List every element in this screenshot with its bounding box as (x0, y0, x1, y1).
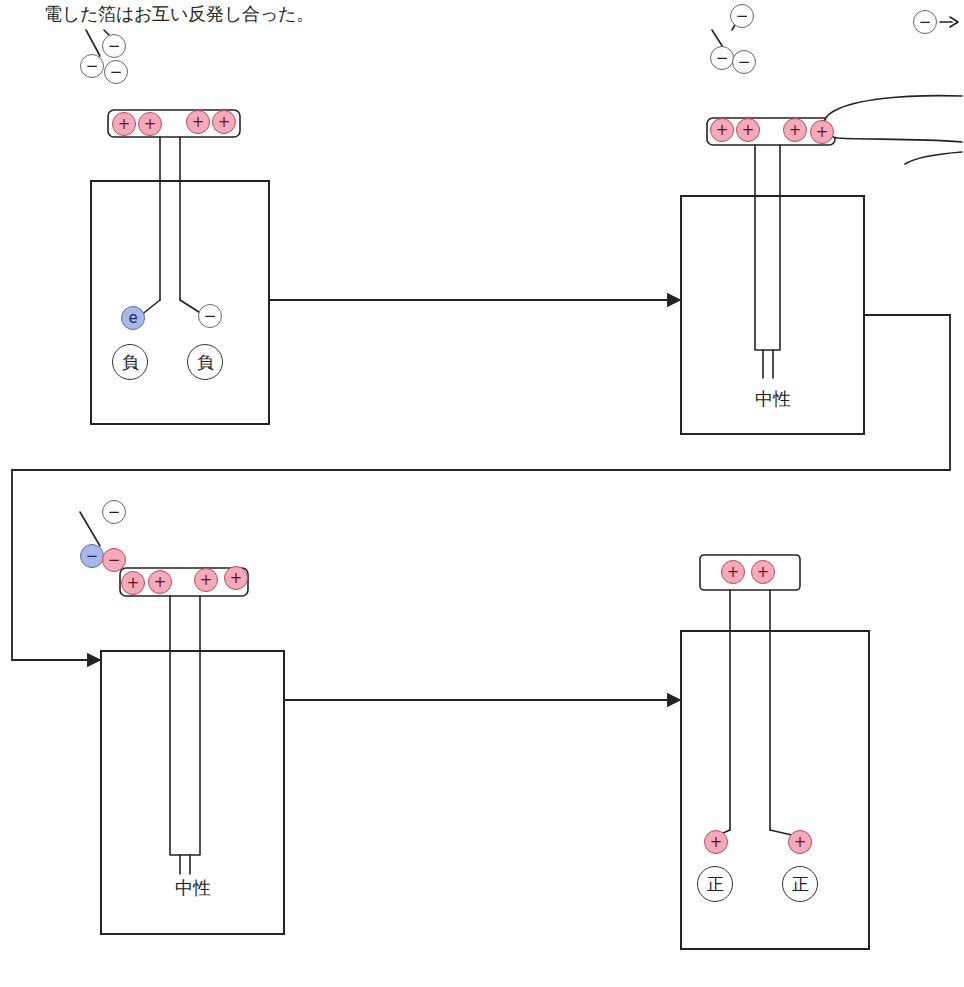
charge-symbol: − (108, 38, 121, 55)
charge-circle: + (736, 118, 760, 142)
caption-text: 電した箔はお互い反発し合った。 (42, 2, 316, 26)
charge-symbol: + (144, 116, 157, 133)
electroscope-jar: e − 負 負 (90, 180, 270, 425)
electroscope-jar: 中性 (680, 195, 865, 435)
charge-circle: + (788, 830, 812, 854)
charge-circle: − (80, 544, 104, 568)
charge-symbol: − (204, 308, 217, 325)
charge-circle: − (102, 34, 126, 58)
charge-circle: − (102, 548, 126, 572)
charge-circle: + (121, 571, 145, 595)
charge-circle: + (721, 560, 745, 584)
charge-circle: − (732, 50, 756, 74)
charge-symbol: + (757, 564, 770, 581)
charge-circle: − (710, 46, 734, 70)
step-arrow (270, 299, 680, 301)
state-label: 中性 (102, 878, 283, 898)
charge-symbol: 負 (197, 353, 214, 372)
charge-circle: + (186, 110, 210, 134)
metal-stem (170, 596, 200, 855)
charge-symbol: − (108, 552, 121, 569)
charge-circle: − (80, 54, 104, 78)
charge-symbol: − (919, 14, 932, 31)
charge-symbol: + (230, 570, 243, 587)
state-label: 中性 (682, 389, 863, 409)
charge-symbol: − (736, 8, 749, 25)
metal-leaf (140, 300, 202, 316)
charge-symbol: − (110, 64, 123, 81)
charge-circle: − (102, 500, 126, 524)
charge-symbol: − (738, 54, 751, 71)
charge-symbol: + (816, 124, 829, 141)
charge-symbol: + (727, 564, 740, 581)
charge-circle: − (198, 304, 222, 328)
metal-leaf (763, 350, 773, 378)
metal-leaf (716, 830, 796, 836)
metal-plate (700, 555, 800, 590)
charge-circle: − (104, 60, 128, 84)
charge-sign-circle: 負 (187, 344, 223, 380)
charge-symbol: 正 (792, 875, 809, 894)
charge-circle: − (913, 10, 937, 34)
charge-circle: + (138, 112, 162, 136)
charge-circle: e (121, 306, 145, 330)
charge-symbol: + (794, 834, 807, 851)
metal-stem (755, 145, 780, 350)
electroscope-jar: + + 正 正 (680, 630, 870, 950)
charge-circle: + (751, 560, 775, 584)
charge-sign-circle: 正 (782, 866, 818, 902)
charge-circle: + (112, 112, 136, 136)
charge-symbol: − (86, 58, 99, 75)
metal-leaf (180, 855, 190, 874)
charge-symbol: + (154, 574, 167, 591)
step-arrow (285, 699, 680, 701)
charged-rod (86, 30, 100, 56)
charge-symbol: + (127, 575, 140, 592)
charge-circle: + (710, 118, 734, 142)
charge-symbol: + (192, 114, 205, 131)
charge-symbol: + (118, 116, 131, 133)
charge-symbol: + (789, 122, 802, 139)
charge-circle: − (730, 4, 754, 28)
charge-symbol: − (86, 548, 99, 565)
charge-sign-circle: 正 (697, 866, 733, 902)
charge-circle: + (783, 118, 807, 142)
charge-symbol: 負 (122, 353, 139, 372)
charge-circle: + (810, 120, 834, 144)
metal-plate (707, 118, 835, 145)
electron-arrow (950, 17, 958, 27)
charge-circle: + (224, 566, 248, 590)
charge-symbol: 正 (707, 875, 724, 894)
charge-circle: + (704, 830, 728, 854)
finger (823, 96, 962, 142)
charge-symbol: − (716, 50, 729, 67)
charge-symbol: − (108, 504, 121, 521)
charge-circle: + (148, 570, 172, 594)
charge-symbol: + (716, 122, 729, 139)
finger (905, 152, 962, 164)
charge-symbol: + (200, 572, 213, 589)
electron-arrow (940, 21, 952, 23)
metal-stem (730, 590, 770, 830)
metal-stem (160, 137, 180, 300)
charge-symbol: + (218, 114, 231, 131)
electroscope-jar: 中性 (100, 650, 285, 935)
charge-sign-circle: 負 (112, 344, 148, 380)
metal-plate (108, 110, 240, 137)
charge-symbol: + (710, 834, 723, 851)
step-arrow (12, 315, 950, 660)
charge-symbol: e (128, 310, 137, 327)
charge-circle: + (212, 110, 236, 134)
charge-symbol: + (742, 122, 755, 139)
charge-circle: + (194, 568, 218, 592)
